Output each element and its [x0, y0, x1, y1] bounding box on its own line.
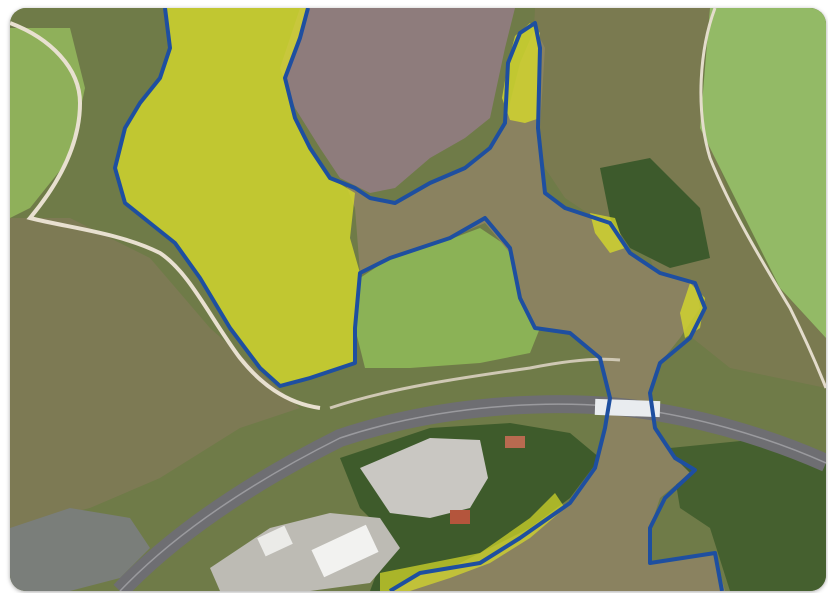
- map-frame[interactable]: [10, 8, 826, 591]
- water-boundary-east[interactable]: [283, 8, 724, 591]
- shrubland-left: [10, 218, 300, 528]
- forest-patch-right: [600, 158, 710, 268]
- wetland-polygon-large[interactable]: [115, 8, 360, 386]
- pond-southwest: [10, 508, 150, 591]
- small-building: [257, 525, 293, 557]
- water-boundary-west[interactable]: [113, 8, 612, 591]
- dirt-track-south: [329, 357, 621, 410]
- forest-patch-lower-right: [670, 438, 826, 591]
- wetland-polygon-north[interactable]: [502, 23, 540, 123]
- bare-soil-area: [280, 8, 515, 193]
- river-water: [345, 28, 725, 591]
- wetland-fringe-right[interactable]: [590, 213, 625, 253]
- warehouse-building: [311, 524, 379, 578]
- aerial-map[interactable]: [10, 8, 826, 591]
- parking-lot: [360, 438, 488, 518]
- highway-centerline: [119, 403, 826, 591]
- dirt-track-west: [10, 21, 321, 410]
- roof-building-north: [505, 436, 525, 448]
- grass-field-top-left: [10, 28, 85, 218]
- dirt-track-east: [699, 8, 826, 389]
- roof-building-red: [450, 510, 470, 524]
- grass-field-top-right: [700, 8, 826, 338]
- grass-peninsula: [355, 228, 540, 368]
- bridge: [594, 398, 661, 418]
- wetland-fringe-south[interactable]: [380, 493, 565, 591]
